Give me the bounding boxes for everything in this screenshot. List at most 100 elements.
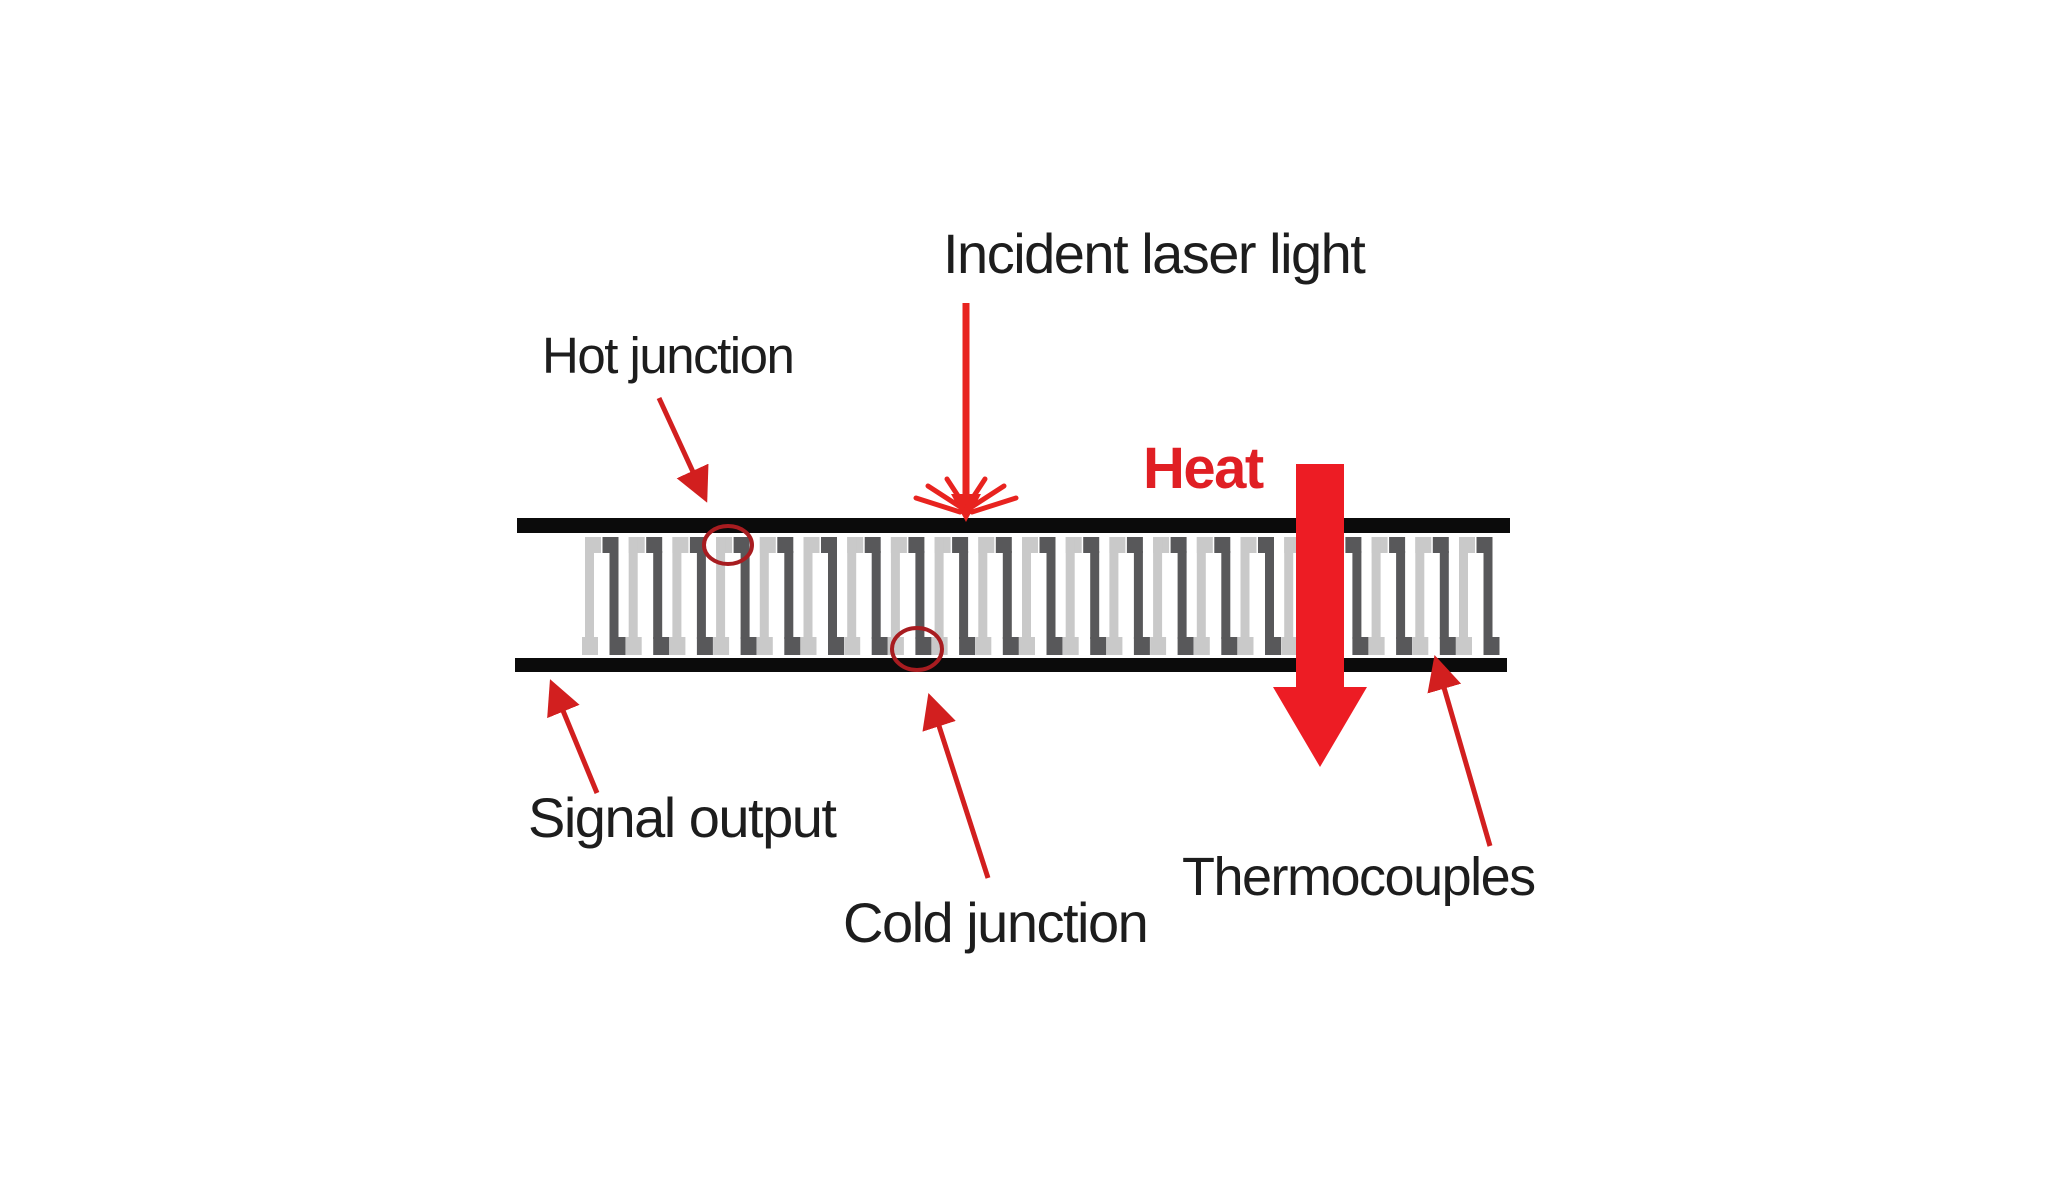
laser-impact-starburst xyxy=(913,476,1019,515)
thermocouples-label: Thermocouples xyxy=(1182,847,1536,907)
thermocouple-leg xyxy=(713,637,730,655)
thermocouple-leg xyxy=(847,537,857,639)
heat-label: Heat xyxy=(1143,436,1264,501)
hot-junction-label: Hot junction xyxy=(542,327,795,384)
thermocouple-leg xyxy=(978,537,988,639)
thermocouple-leg xyxy=(609,637,626,655)
thermocouple-leg xyxy=(1396,637,1413,655)
thermocouple-leg xyxy=(1196,537,1206,639)
thermocouple-leg xyxy=(696,637,713,655)
thermocouple-leg xyxy=(1415,537,1425,639)
thermocouple-leg xyxy=(1177,551,1187,639)
thermocouple-leg xyxy=(828,637,844,655)
signal-output-arrow xyxy=(547,679,600,794)
thermocouple-leg xyxy=(1352,637,1369,655)
thermocouple-leg xyxy=(740,637,757,655)
thermocouple-leg xyxy=(1371,537,1381,639)
thermocouple-array xyxy=(582,537,1500,655)
thermocouple-leg xyxy=(1019,637,1035,655)
thermocouple-leg xyxy=(1022,537,1031,639)
thermocouple-leg xyxy=(609,551,619,639)
thermocouple-leg xyxy=(828,551,837,639)
thermocouple-leg xyxy=(784,551,794,639)
cold-junction-circle xyxy=(890,626,944,672)
thermocouple-leg xyxy=(1265,551,1274,639)
thermocouple-leg xyxy=(1046,637,1063,655)
thermocouple-leg xyxy=(669,637,686,655)
thermocouple-leg xyxy=(759,537,769,639)
thermocouple-leg xyxy=(1281,637,1298,655)
thermocouple-leg xyxy=(975,637,992,655)
thermocouple-leg xyxy=(821,537,837,553)
thermocouple-leg xyxy=(628,537,638,639)
thermocouple-leg xyxy=(1459,537,1468,639)
thermocouple-leg xyxy=(1193,637,1210,655)
thermocouple-leg xyxy=(1345,537,1362,553)
thermocouple-leg xyxy=(1389,537,1406,553)
thermocouple-leg xyxy=(1439,637,1456,655)
thermocouple-leg xyxy=(1368,637,1385,655)
thermocouple-leg xyxy=(908,537,925,553)
thermocouple-leg xyxy=(1483,551,1493,639)
thermocouple-leg xyxy=(1221,637,1238,655)
thermocouple-leg xyxy=(1062,637,1079,655)
cold-junction-label: Cold junction xyxy=(843,891,1149,954)
thermocouple-leg xyxy=(1109,537,1119,639)
thermocouple-leg xyxy=(1439,551,1449,639)
laser-beam-arrow xyxy=(913,303,1019,522)
thermocouple-leg xyxy=(784,637,801,655)
thermocouple-leg xyxy=(890,537,900,639)
incident-laser-light-label: Incident laser light xyxy=(943,222,1366,285)
thermocouple-leg xyxy=(1039,537,1056,553)
thermocouple-leg xyxy=(1265,637,1281,655)
thermocouples-arrow xyxy=(1427,654,1493,847)
thermocouple-leg xyxy=(1046,551,1056,639)
thermocouple-leg xyxy=(1396,551,1406,639)
thermocouple-leg xyxy=(959,637,976,655)
thermocouple-leg xyxy=(844,637,861,655)
thermocouple-leg xyxy=(653,637,670,655)
thermocouple-leg xyxy=(585,537,594,639)
thermocouple-leg xyxy=(1106,637,1123,655)
cold-junction-arrow xyxy=(922,693,991,879)
thermocouple-leg xyxy=(1083,537,1100,553)
thermocouple-leg xyxy=(1090,551,1100,639)
thermocouple-leg xyxy=(733,537,750,553)
thermocouple-leg xyxy=(1284,537,1294,639)
thermocouple-leg xyxy=(995,537,1012,553)
thermocouple-leg xyxy=(1153,537,1163,639)
thermocouple-leg xyxy=(1214,537,1231,553)
thermocouple-leg xyxy=(777,537,794,553)
thermocouple-leg xyxy=(871,551,881,639)
bottom-plate xyxy=(515,658,1507,672)
thermocouple-leg xyxy=(1090,637,1107,655)
thermocouple-leg xyxy=(915,551,925,639)
thermocouple-leg xyxy=(646,537,663,553)
thermocouple-leg xyxy=(740,551,750,639)
thermocouple-leg xyxy=(959,551,969,639)
hot-junction-circle xyxy=(702,524,754,566)
thermocouple-leg xyxy=(689,537,706,553)
thermocouple-leg xyxy=(1002,551,1012,639)
thermocouple-leg xyxy=(1352,551,1362,639)
thermocouple-leg xyxy=(1456,637,1472,655)
thermocouple-leg xyxy=(1150,637,1167,655)
thermocouple-leg xyxy=(1221,551,1231,639)
hot-junction-arrow xyxy=(656,396,709,503)
thermocouple-leg xyxy=(1258,537,1274,553)
thermocouple-leg xyxy=(800,637,817,655)
thermocouple-leg xyxy=(803,537,813,639)
thermocouple-leg xyxy=(625,637,642,655)
thermocouple-leg xyxy=(871,637,888,655)
thermocouple-leg xyxy=(756,637,773,655)
thermocouple-leg xyxy=(1240,537,1250,639)
thermocouple-leg xyxy=(1237,637,1254,655)
thermocouple-leg xyxy=(696,551,706,639)
thermocouple-leg xyxy=(602,537,619,553)
thermocouple-leg xyxy=(716,537,726,639)
thermocouple-leg xyxy=(1177,637,1194,655)
top-plate xyxy=(517,518,1510,533)
thermocouple-leg xyxy=(1065,537,1075,639)
